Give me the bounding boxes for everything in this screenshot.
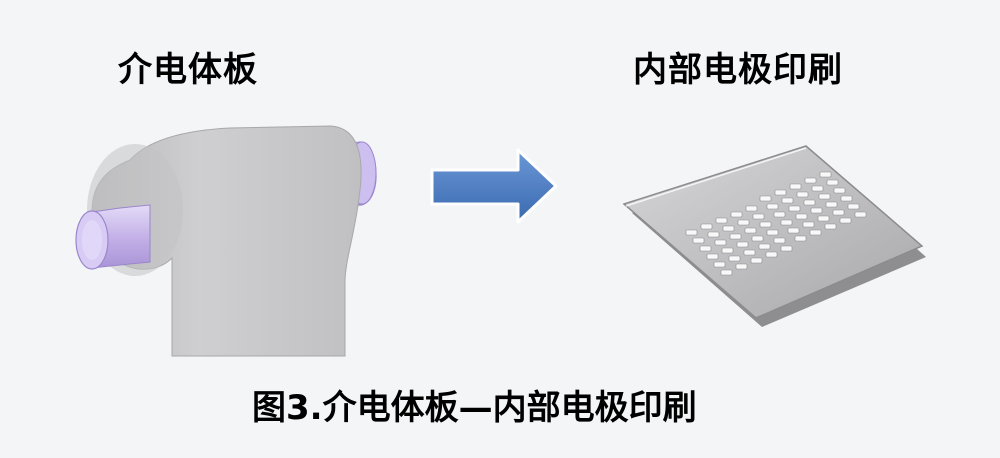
electrode-pad	[833, 187, 846, 194]
electrode-pad	[700, 223, 713, 230]
electrode-pad	[773, 211, 786, 218]
electrode-pad	[759, 195, 772, 202]
electrode-pad	[744, 227, 757, 234]
electrode-pad	[796, 191, 809, 198]
electrode-pad	[699, 245, 712, 252]
electrode-pad	[730, 211, 743, 218]
electrode-pad	[832, 209, 845, 216]
electrode-pad	[819, 171, 832, 178]
electrode-pad	[854, 211, 867, 218]
electrode-pad	[713, 261, 726, 268]
electrode-pad	[722, 225, 735, 232]
electrode-printing-title: 内部电极印刷	[633, 50, 843, 90]
electrode-pad	[847, 203, 860, 210]
electrode-pad	[736, 241, 749, 248]
electrode-pad	[802, 221, 815, 228]
electrode-pad	[788, 205, 801, 212]
electrode-pad	[840, 195, 853, 202]
electrode-pad	[750, 257, 763, 264]
electrode-pad	[818, 193, 831, 200]
dielectric-sheet-title: 介电体板	[118, 50, 258, 90]
electrode-pad	[810, 207, 823, 214]
figure-caption: 图3.介电体板—内部电极印刷	[252, 388, 697, 428]
electrode-pad	[729, 233, 742, 240]
electrode-pad	[728, 255, 741, 262]
electrode-pad	[781, 197, 794, 204]
electrode-pad	[839, 217, 852, 224]
electrode-pad	[811, 185, 824, 192]
electrode-pad	[707, 231, 720, 238]
electrode-pad	[803, 199, 816, 206]
electrode-pad	[817, 215, 830, 222]
electrode-pad	[715, 217, 728, 224]
electrode-pad	[780, 219, 793, 226]
electrode-pad	[758, 243, 771, 250]
electrode-pad	[824, 223, 837, 230]
electrode-pad	[766, 203, 779, 210]
electrode-pad	[766, 229, 779, 236]
electrode-pad	[692, 237, 705, 244]
electrode-pattern	[685, 171, 867, 276]
electrode-pad	[706, 253, 719, 260]
electrode-pad	[809, 229, 822, 236]
electrode-pad	[685, 229, 698, 236]
electrode-pad	[795, 213, 808, 220]
electrode-pad	[826, 179, 839, 186]
right-arrow-icon	[430, 148, 558, 224]
electrode-pad	[780, 245, 793, 252]
electrode-pad	[745, 205, 758, 212]
electrode-pad	[787, 227, 800, 234]
electrode-pad	[774, 189, 787, 196]
electrode-pad	[751, 235, 764, 242]
electrode-pad	[752, 213, 765, 220]
electrode-pad	[759, 221, 772, 228]
printed-plate-illustration	[622, 145, 926, 327]
electrode-pad	[721, 247, 734, 254]
electrode-pad	[743, 249, 756, 256]
electrode-pad	[789, 183, 802, 190]
electrode-pad	[714, 239, 727, 246]
electrode-pad	[720, 269, 733, 276]
electrode-pad	[735, 263, 748, 270]
electrode-pad	[765, 251, 778, 258]
electrode-pad	[804, 177, 817, 184]
electrode-pad	[737, 219, 750, 226]
electrode-pad	[773, 237, 786, 244]
dielectric-roll-illustration	[75, 125, 377, 357]
electrode-pad	[825, 201, 838, 208]
electrode-pad	[794, 235, 807, 242]
